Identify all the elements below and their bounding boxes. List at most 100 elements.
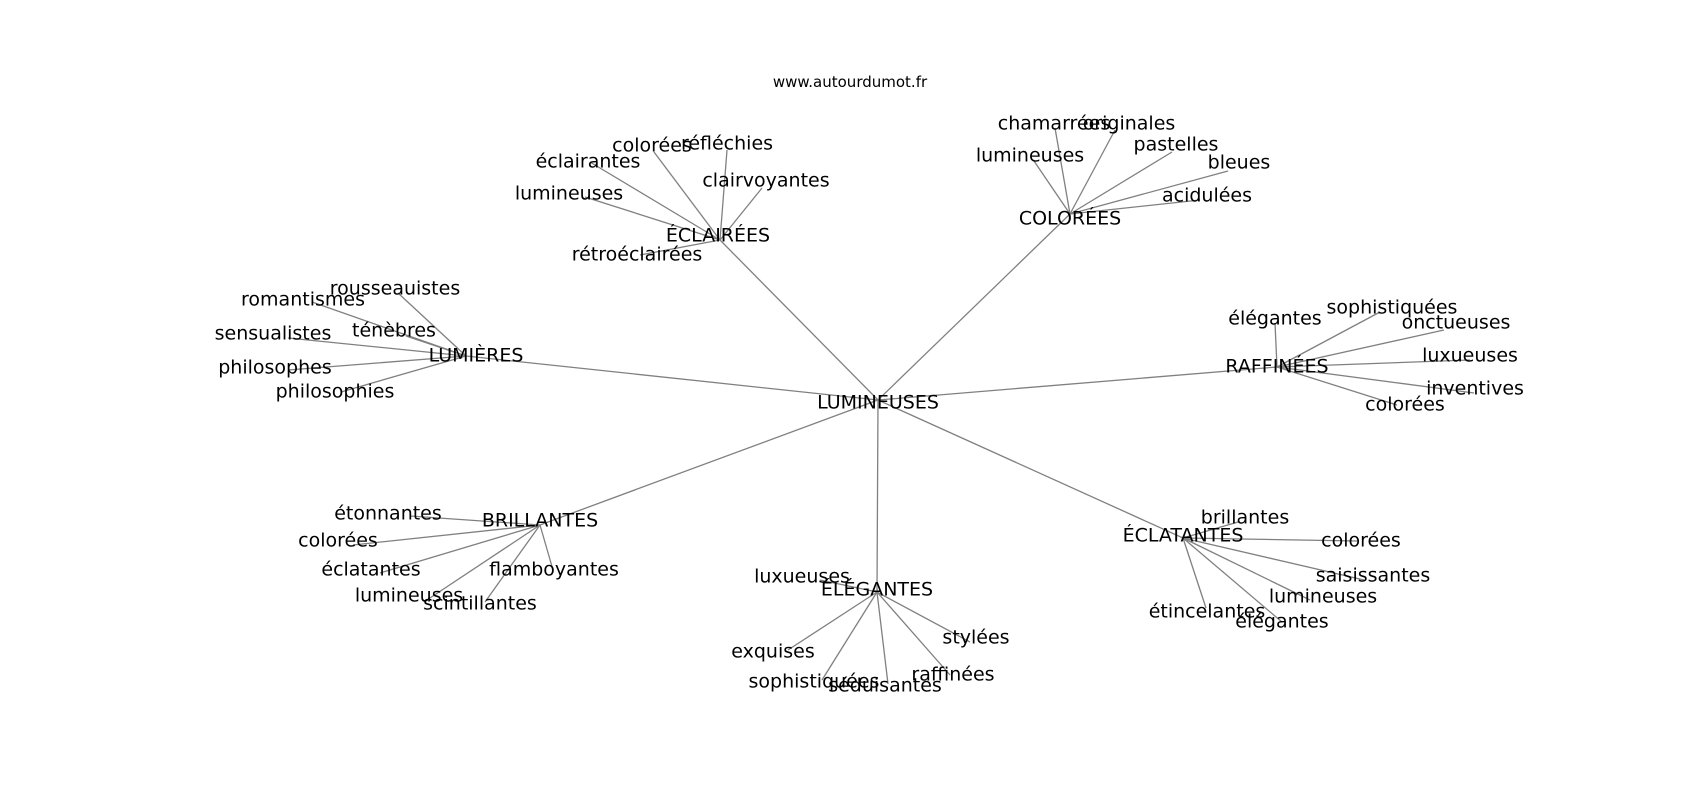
leaf-node-brillantes-0: étonnantes — [334, 503, 442, 525]
leaf-node-raffinees-2: onctueuses — [1402, 312, 1511, 334]
leaf-node-eclatantes-0: brillantes — [1201, 507, 1289, 529]
edge-center-raffinees — [877, 366, 1278, 401]
leaf-node-eclatantes-5: élégantes — [1235, 611, 1328, 633]
leaf-node-raffinees-4: inventives — [1426, 378, 1524, 400]
leaf-node-raffinees-3: luxueuses — [1422, 345, 1518, 367]
leaf-node-eclatantes-3: lumineuses — [1269, 586, 1377, 608]
edge-brillantes-leaf-5 — [484, 524, 541, 603]
hub-node-raffinees: RAFFINÉES — [1225, 355, 1328, 378]
leaf-node-colorees-2: pastelles — [1134, 134, 1219, 156]
center-node-label: LUMINEUSES — [817, 392, 939, 414]
edge-brillantes-leaf-4 — [429, 524, 541, 599]
leaf-node-brillantes-3: flamboyantes — [489, 559, 619, 581]
leaf-node-brillantes-1: colorées — [298, 530, 378, 552]
edge-center-colorees — [877, 213, 1071, 401]
leaf-node-brillantes-2: éclatantes — [321, 559, 420, 581]
edge-elegantes-leaf-4 — [876, 591, 951, 676]
edge-brillantes-leaf-1 — [352, 524, 541, 546]
edge-center-brillantes — [539, 399, 879, 526]
hub-node-elegantes: ÉLÉGANTES — [821, 578, 933, 601]
hub-node-eclairees: ÉCLAIRÉES — [666, 224, 770, 247]
edge-elegantes-leaf-3 — [876, 591, 889, 685]
leaf-node-raffinees-5: colorées — [1365, 394, 1445, 416]
edge-colorees-leaf-4 — [1033, 160, 1071, 215]
leaf-node-lumieres-0: rousseauistes — [330, 278, 460, 300]
leaf-node-eclairees-4: lumineuses — [515, 183, 623, 205]
leaf-node-raffinees-1: sophistiquées — [1327, 297, 1458, 319]
leaf-node-brillantes-5: scintillantes — [423, 593, 537, 615]
edge-raffinees-leaf-1 — [1276, 311, 1381, 368]
leaf-node-eclairees-1: colorées — [612, 135, 692, 157]
edge-colorees-leaf-1 — [1069, 129, 1116, 215]
edge-center-eclatantes — [877, 399, 1184, 539]
leaf-node-colorees-1: originales — [1083, 113, 1176, 135]
leaf-node-raffinees-0: élégantes — [1228, 308, 1321, 330]
edge-eclatantes-leaf-1 — [1182, 537, 1358, 542]
edge-elegantes-leaf-0 — [819, 579, 878, 593]
leaf-node-lumieres-2: ténèbres — [352, 320, 436, 342]
hub-node-brillantes: BRILLANTES — [482, 510, 598, 532]
edge-colorees-leaf-0 — [1054, 127, 1071, 215]
leaf-node-eclatantes-1: colorées — [1321, 530, 1401, 552]
edge-lumieres-leaf-5 — [340, 355, 467, 393]
leaf-node-eclairees-5: rétroéclairées — [572, 244, 703, 266]
graph-nodes: LUMINEUSESÉCLAIRÉESéclairantescoloréesré… — [215, 113, 1524, 697]
leaf-node-colorees-5: acidulées — [1162, 185, 1252, 207]
edge-brillantes-leaf-2 — [379, 524, 541, 574]
leaf-node-elegantes-2: sophistiquées — [749, 671, 880, 693]
leaf-node-colorees-0: chamarrées — [998, 113, 1110, 135]
edge-colorees-leaf-5 — [1069, 199, 1201, 215]
edge-raffinees-leaf-0 — [1274, 322, 1278, 368]
hub-node-colorees: COLORÉES — [1019, 207, 1121, 230]
hub-node-eclatantes: ÉCLATANTES — [1123, 524, 1244, 547]
edge-colorees-leaf-3 — [1069, 170, 1229, 215]
edge-raffinees-leaf-5 — [1276, 366, 1398, 406]
edge-brillantes-leaf-0 — [409, 515, 541, 526]
leaf-node-eclatantes-2: saisissantes — [1316, 565, 1431, 587]
edge-eclairees-leaf-4 — [584, 196, 721, 241]
edge-elegantes-leaf-2 — [821, 591, 878, 681]
hub-node-lumieres: LUMIÈRES — [429, 344, 524, 367]
leaf-node-elegantes-0: luxueuses — [754, 566, 850, 588]
edge-eclatantes-leaf-3 — [1182, 537, 1311, 601]
leaf-node-lumieres-5: philosophies — [276, 381, 395, 403]
edge-eclairees-leaf-5 — [639, 239, 721, 256]
edge-eclairees-leaf-1 — [653, 151, 721, 241]
leaf-node-lumieres-4: philosophes — [218, 357, 332, 379]
leaf-node-colorees-4: lumineuses — [976, 145, 1084, 167]
leaf-node-eclairees-3: clairvoyantes — [702, 170, 829, 192]
edge-colorees-leaf-2 — [1069, 151, 1173, 215]
edge-lumieres-leaf-2 — [405, 335, 467, 357]
leaf-node-lumieres-3: sensualistes — [215, 323, 332, 345]
edge-eclatantes-leaf-5 — [1182, 537, 1283, 623]
edge-center-elegantes — [876, 399, 879, 593]
edge-lumieres-leaf-4 — [287, 355, 467, 371]
leaf-node-eclairees-2: réfléchies — [681, 133, 773, 155]
edge-eclairees-leaf-2 — [719, 149, 728, 241]
edge-raffinees-leaf-4 — [1276, 366, 1475, 394]
edge-raffinees-leaf-3 — [1276, 359, 1471, 368]
edge-raffinees-leaf-2 — [1276, 329, 1445, 368]
leaf-node-elegantes-1: exquises — [731, 641, 814, 663]
edge-eclairees-leaf-0 — [589, 161, 721, 241]
leaf-node-elegantes-5: stylées — [942, 627, 1009, 649]
edge-lumieres-leaf-3 — [287, 337, 467, 357]
edge-eclatantes-leaf-4 — [1182, 537, 1207, 609]
leaf-node-lumieres-1: romantismes — [241, 289, 365, 311]
leaf-node-eclatantes-4: étincelantes — [1149, 601, 1266, 623]
edge-center-eclairees — [719, 239, 879, 401]
leaf-node-elegantes-3: séduisantes — [828, 675, 942, 697]
leaf-node-brillantes-4: lumineuses — [355, 585, 463, 607]
leaf-node-colorees-3: bleues — [1208, 152, 1271, 174]
edge-eclairees-leaf-3 — [719, 187, 763, 241]
edge-eclatantes-leaf-0 — [1182, 521, 1239, 539]
edge-elegantes-leaf-1 — [787, 591, 878, 651]
edge-elegantes-leaf-5 — [876, 591, 971, 643]
leaf-node-elegantes-4: raffinées — [911, 664, 994, 686]
graph-edges — [287, 127, 1475, 685]
site-watermark: www.autourdumot.fr — [773, 73, 928, 91]
edge-lumieres-leaf-0 — [397, 292, 467, 357]
edge-center-lumieres — [465, 355, 879, 401]
edge-eclatantes-leaf-2 — [1182, 537, 1365, 581]
